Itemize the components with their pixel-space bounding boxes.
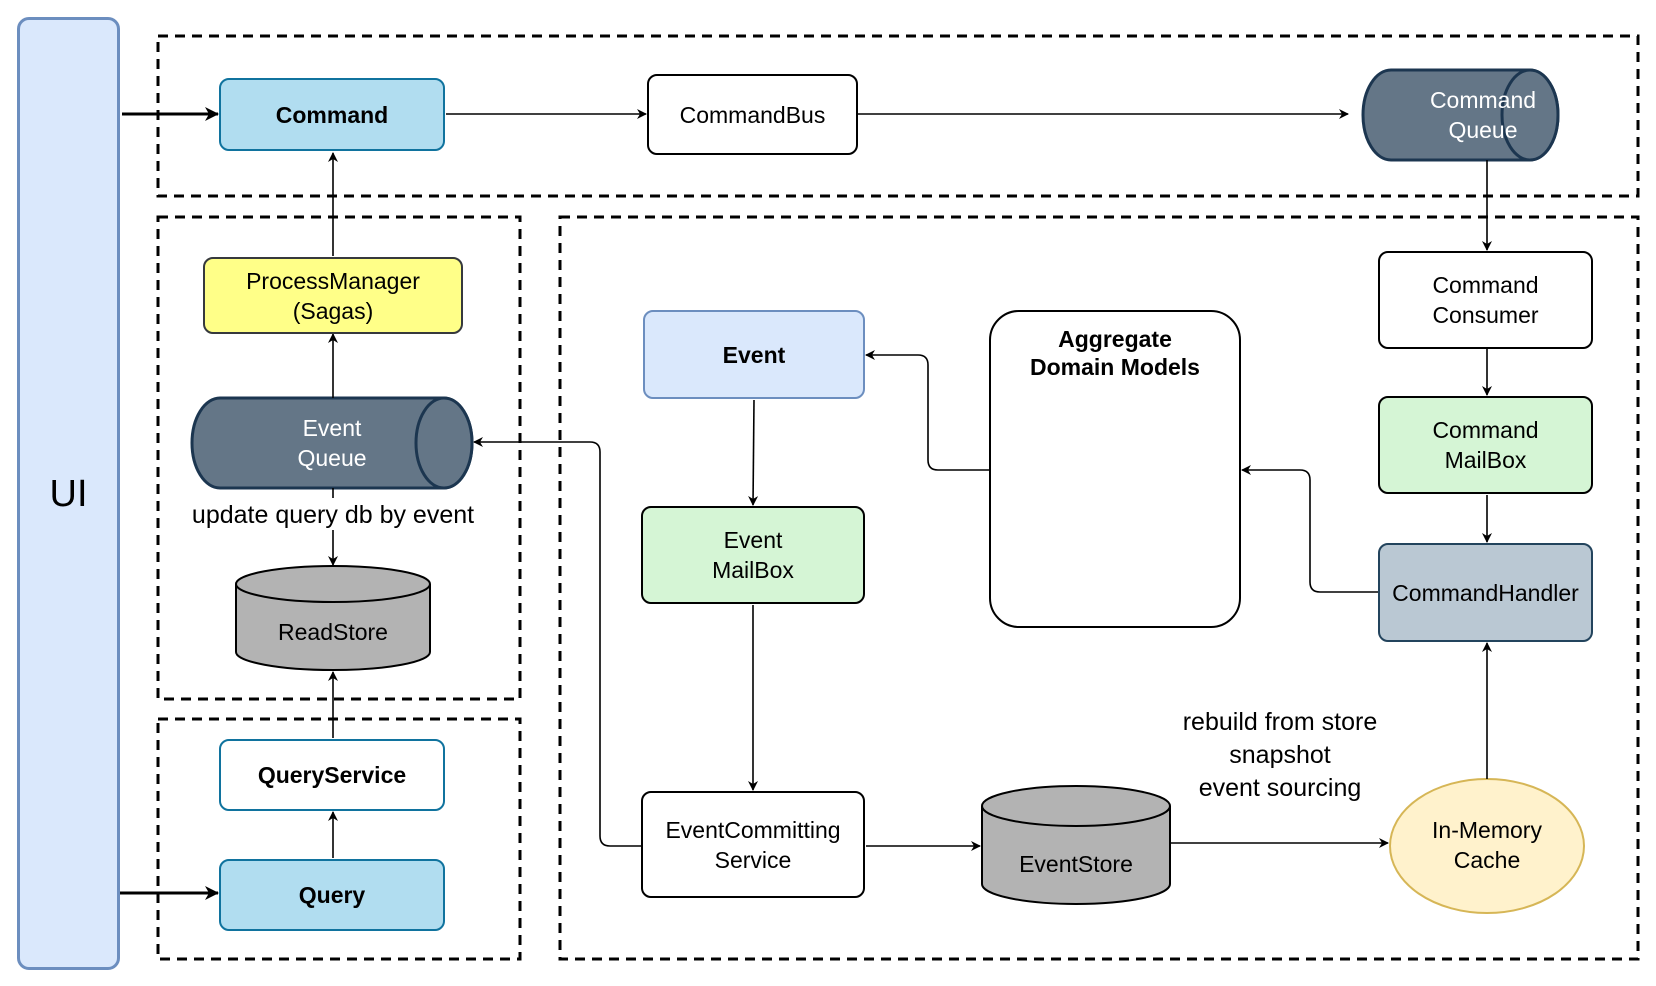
domain-group-frame — [558, 215, 1640, 961]
command-mailbox-node[interactable]: Command MailBox — [1378, 396, 1593, 494]
arrow-event-to-mailbox — [748, 399, 759, 506]
event-committing-service-node[interactable]: EventCommitting Service — [641, 791, 865, 898]
arrow-committing-to-event-queue — [473, 437, 641, 847]
ui-panel[interactable]: UI — [17, 17, 120, 970]
arrow-aggregate-to-event — [865, 350, 990, 471]
query-group-frame — [156, 717, 522, 961]
command-node[interactable]: Command — [219, 78, 445, 151]
event-store-label: EventStore — [1019, 851, 1133, 877]
query-service-node[interactable]: QueryService — [219, 739, 445, 811]
command-queue-cylinder — [1361, 68, 1560, 162]
event-read-group-frame — [156, 215, 522, 701]
in-memory-cache-label: In-Memory Cache — [1432, 817, 1542, 873]
read-store-label: ReadStore — [278, 619, 388, 645]
event-store-cylinder — [981, 785, 1171, 905]
rebuild-label: rebuild from store snapshot event sourci… — [1182, 708, 1378, 802]
command-handler-node[interactable]: CommandHandler — [1378, 543, 1593, 642]
aggregate-domain-models[interactable]: Aggregate Domain Models — [989, 310, 1241, 628]
command-queue-label: Command Queue — [1429, 87, 1537, 143]
ui-label: UI — [49, 472, 88, 515]
event-queue-cylinder — [190, 396, 474, 490]
query-node[interactable]: Query — [219, 859, 445, 931]
command-group-frame — [156, 34, 1640, 198]
aggregate-title: Aggregate Domain Models — [1030, 326, 1200, 380]
update-query-label: update query db by event — [191, 501, 475, 529]
command-consumer-node[interactable]: Command Consumer — [1378, 251, 1593, 349]
event-node[interactable]: Event — [643, 310, 865, 399]
event-queue-label: Event Queue — [297, 415, 367, 471]
event-mailbox-node[interactable]: Event MailBox — [641, 506, 865, 604]
arrow-handler-to-aggregate — [1241, 465, 1378, 593]
process-manager-node[interactable]: ProcessManager (Sagas) — [203, 257, 463, 334]
command-bus-node[interactable]: CommandBus — [647, 74, 858, 155]
read-store-cylinder — [235, 565, 431, 671]
